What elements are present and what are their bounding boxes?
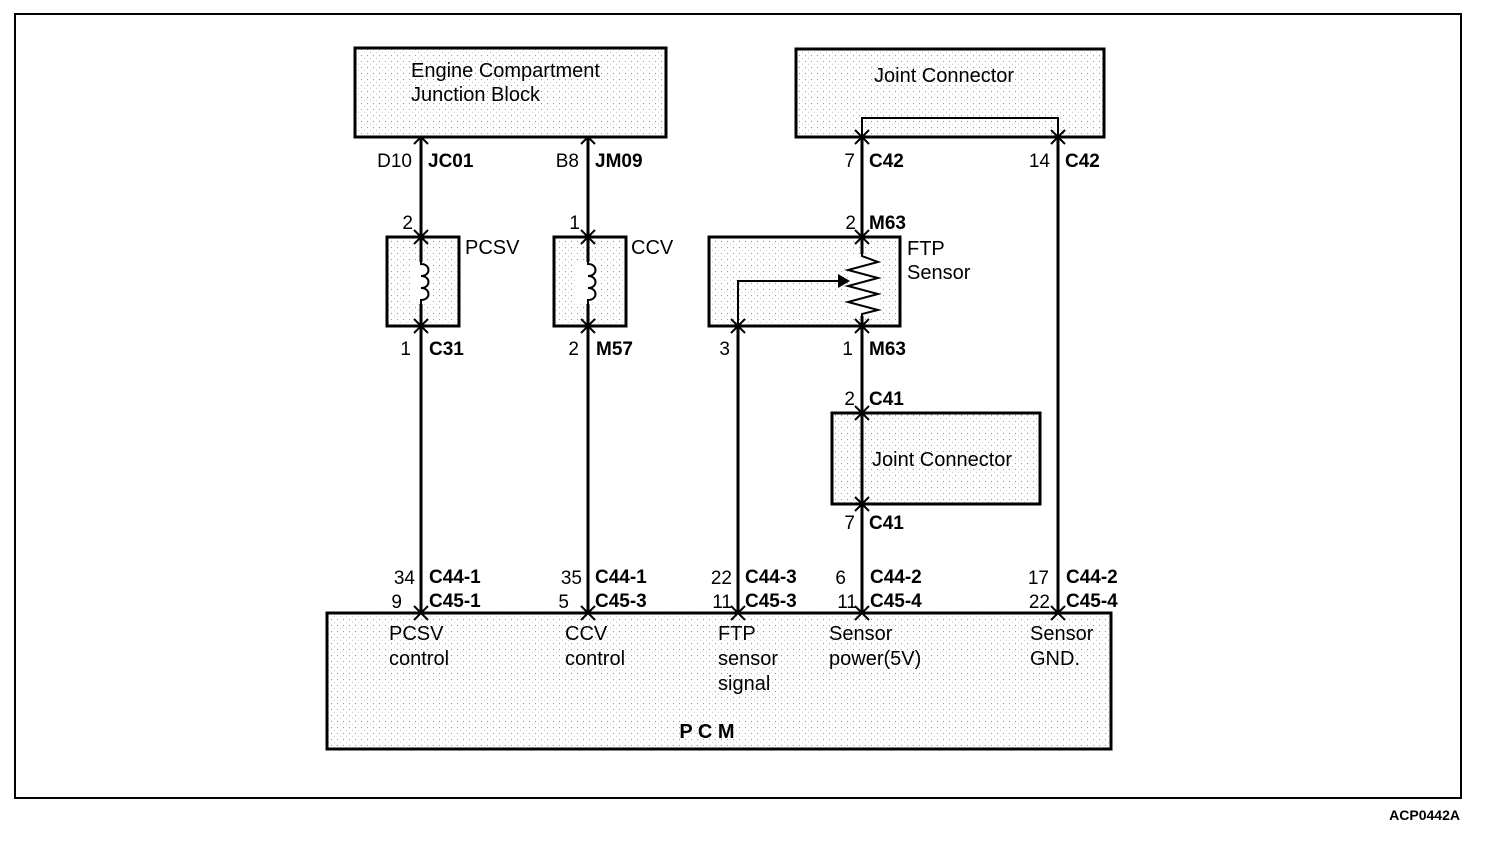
pcm-connector-c45-3-b: C45-3 [745,591,797,612]
pcm-label-ccv-1: CCV [565,623,608,645]
connector-jm09: JM09 [595,151,643,172]
pin-m63-2: 2 [845,213,856,234]
connector-c42-a: C42 [869,151,904,172]
ccv-coil-icon [577,258,599,308]
pcm-connector-c44-2-b: C44-2 [1066,567,1118,588]
joint-connector-middle [830,411,1042,506]
pcm-connector-c44-3: C44-3 [745,567,797,588]
pin-m57-2: 2 [568,339,579,360]
pcm-connector-c45-3-a: C45-3 [595,591,647,612]
ftp-resistor-icon [838,250,882,320]
pin-c42-7: 7 [844,151,855,172]
pcm-connector-c44-1-b: C44-1 [595,567,647,588]
pcm-pin-9: 9 [391,592,402,613]
pin-ftp-signal-3: 3 [719,339,730,360]
pin-c41-2: 2 [844,389,855,410]
connector-c31: C31 [429,339,464,360]
connector-m63-bottom: M63 [869,339,906,360]
outer-frame [14,13,1462,799]
pcm-label-ftp-2: sensor [718,648,778,670]
pcm-pin-5: 5 [558,592,569,613]
pin-b8: B8 [556,151,579,172]
pcm-connector-c44-2-a: C44-2 [870,567,922,588]
connector-markers [413,129,1066,621]
pcm-pin-35: 35 [561,568,582,589]
pcm-connector-c45-4-b: C45-4 [1066,591,1118,612]
pin-c31-1: 1 [400,339,411,360]
wires [419,117,1060,613]
pcsv-label: PCSV [465,237,520,259]
pcm-label-pcsv-1: PCSV [389,623,444,645]
pcm-pin-22-b: 22 [1029,592,1050,613]
pcm-label-pcsv-2: control [389,648,449,670]
joint-connector-middle-label: Joint Connector [872,449,1012,471]
pin-c42-14: 14 [1029,151,1051,172]
pcm-pin-11-a: 11 [712,592,732,613]
joint-connector-top-label: Joint Connector [874,65,1014,87]
pin-ccv-1: 1 [569,213,580,234]
ftp-label-line1: FTP [907,238,945,260]
pin-m63-1: 1 [842,339,853,360]
connector-m57: M57 [596,339,633,360]
pcm-pin-22-a: 22 [711,568,732,589]
pcm-label-power-2: power(5V) [829,648,921,670]
pcm-connector-c44-1-a: C44-1 [429,567,481,588]
pcm-box [325,611,1113,751]
joint-connector-top [794,47,1106,139]
pcm-label-ftp-3: signal [718,673,770,695]
connector-c41-b: C41 [869,513,904,534]
ecjb-label-line2: Junction Block [411,84,541,106]
pcm-title: P C M [679,721,734,743]
connector-c42-b: C42 [1065,151,1100,172]
pcm-connector-c45-4-a: C45-4 [870,591,922,612]
pcm-label-ftp-1: FTP [718,623,756,645]
pin-d10: D10 [377,151,412,172]
pin-pcsv-2: 2 [402,213,413,234]
engine-compartment-junction-block [353,46,668,139]
ftp-label-line2: Sensor [907,262,971,284]
ccv-label: CCV [631,237,674,259]
ecjb-label-line1: Engine Compartment [411,60,600,82]
pcm-label-power-1: Sensor [829,623,893,645]
pcm-label-gnd-1: Sensor [1030,623,1094,645]
figure-code: ACP0442A [1389,807,1460,823]
pcm-pin-6: 6 [835,568,846,589]
pcm-label-ccv-2: control [565,648,625,670]
pcm-connector-c45-1: C45-1 [429,591,481,612]
pcm-label-gnd-2: GND. [1030,648,1080,670]
connector-c41-a: C41 [869,389,904,410]
connector-m63-top: M63 [869,213,906,234]
pcsv-coil-icon [410,258,432,308]
pcm-pin-11-b: 11 [837,592,857,613]
pin-c41-7: 7 [844,513,855,534]
pcm-pin-34: 34 [394,568,416,589]
pcm-pin-17: 17 [1028,568,1049,589]
connector-jc01: JC01 [428,151,474,172]
